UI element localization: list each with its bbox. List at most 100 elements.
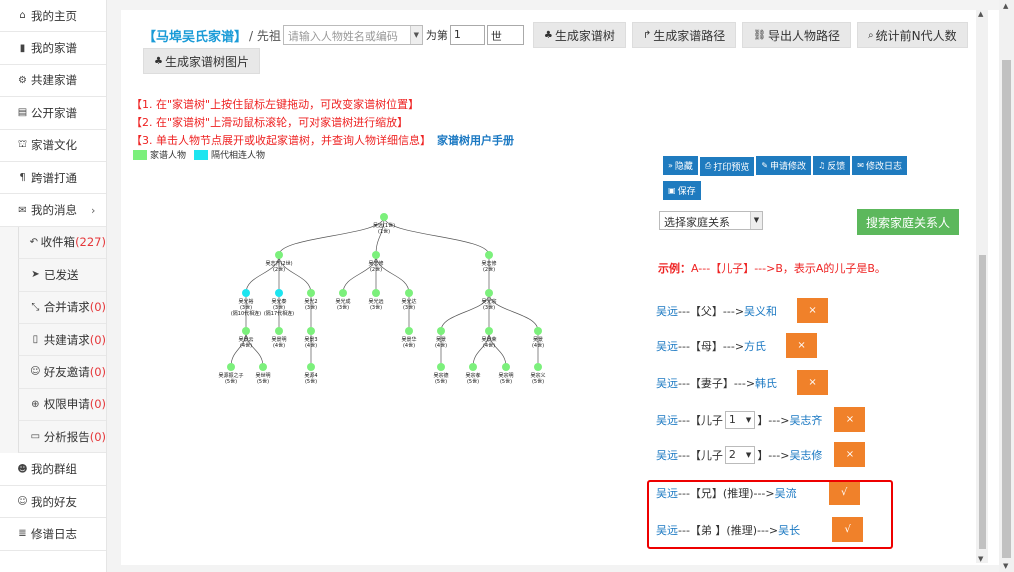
relation-from-name[interactable]: 吴远 — [656, 339, 678, 353]
tree-node[interactable] — [259, 363, 267, 371]
relation-to-name[interactable]: 吴义和 — [744, 304, 778, 318]
sidebar-subitem[interactable]: ☺好友邀请(0) — [18, 356, 106, 389]
generation-input[interactable]: 1 — [449, 25, 485, 45]
tree-node[interactable] — [275, 327, 283, 335]
sidebar-item[interactable]: ▮我的家谱 — [0, 32, 106, 65]
family-tree[interactable]: 吴远(1世)(1世)吴志齐(2世)(2世)吴志修(2世)吴志修(2世)吴光裕(3… — [201, 205, 546, 405]
family-title[interactable]: 【马埠吴氏家谱】 — [143, 29, 248, 45]
relation-from-name[interactable]: 吴远 — [656, 413, 678, 427]
relation-to-name[interactable]: 吴流 — [774, 486, 797, 500]
panel-button[interactable]: ✉修改日志 — [852, 156, 907, 175]
tree-node[interactable] — [227, 363, 235, 371]
tree-node[interactable] — [275, 251, 283, 259]
tree-node[interactable] — [437, 327, 445, 335]
page-scrollbar-thumb[interactable] — [1002, 60, 1011, 558]
remove-relation-button[interactable]: × — [834, 407, 866, 432]
tree-node[interactable] — [485, 327, 493, 335]
tree-node[interactable] — [372, 251, 380, 259]
tree-node-generation: (5世) — [225, 378, 237, 385]
tree-node[interactable] — [307, 327, 315, 335]
tree-node[interactable] — [275, 289, 283, 297]
relation-to-name[interactable]: 韩氏 — [755, 376, 778, 390]
child-order-select[interactable]: 2▼ — [724, 445, 756, 464]
remove-relation-button[interactable]: × — [834, 442, 866, 467]
relation-select[interactable]: 选择家庭关系 ▼ — [659, 211, 763, 230]
sidebar-subitem[interactable]: ⤡合并请求(0) — [18, 291, 106, 324]
tree-node[interactable] — [242, 289, 250, 297]
inner-scrollbar[interactable]: ▲ ▼ — [976, 10, 988, 563]
generate-tree-image-button[interactable]: ♣ 生成家谱树图片 — [143, 48, 260, 74]
relation-from-name[interactable]: 吴远 — [656, 304, 678, 318]
remove-relation-button[interactable]: × — [786, 333, 818, 358]
panel-button[interactable]: ▣保存 — [663, 180, 701, 200]
relation-type: ---【儿子 — [678, 413, 723, 427]
chevron-down-icon[interactable]: ▼ — [409, 26, 422, 44]
tree-node[interactable] — [534, 363, 542, 371]
sidebar-item[interactable]: ≣修谱日志 — [0, 518, 106, 551]
sidebar-item[interactable]: ✉我的消息› — [0, 194, 106, 227]
tree-node[interactable] — [534, 327, 542, 335]
sidebar-item[interactable]: ▤公开家谱 — [0, 97, 106, 130]
tree-node[interactable] — [437, 363, 445, 371]
child-order-select[interactable]: 1▼ — [724, 410, 756, 429]
confirm-relation-button[interactable]: √ — [828, 480, 860, 505]
sidebar-item[interactable]: ⛫家谱文化 — [0, 129, 106, 162]
relation-to-name[interactable]: 方氏 — [744, 339, 767, 353]
relation-from-name[interactable]: 吴远 — [656, 523, 678, 537]
tree-node[interactable] — [485, 289, 493, 297]
scroll-down-icon[interactable]: ▼ — [1003, 562, 1009, 570]
tree-node[interactable] — [405, 289, 413, 297]
tree-node[interactable] — [242, 327, 250, 335]
sidebar-subitem[interactable]: ▭分析报告(0) — [18, 421, 106, 454]
panel-button[interactable]: »隐藏 — [663, 156, 698, 175]
scroll-up-icon[interactable]: ▲ — [978, 10, 984, 18]
tree-node[interactable] — [307, 289, 315, 297]
relation-from-name[interactable]: 吴远 — [656, 448, 678, 462]
tree-node[interactable] — [485, 251, 493, 259]
relation-from-name[interactable]: 吴远 — [656, 486, 678, 500]
relation-to-name[interactable]: 吴志修 — [789, 448, 823, 462]
toolbar-button[interactable]: ♣生成家谱树 — [532, 22, 626, 48]
sidebar-subitem[interactable]: ↶收件箱(227) — [18, 226, 106, 260]
relation-to-name[interactable]: 吴长 — [778, 523, 801, 537]
confirm-relation-button[interactable]: √ — [832, 517, 864, 542]
tree-node[interactable] — [339, 289, 347, 297]
toolbar-button[interactable]: ⛓导出人物路径 — [742, 22, 851, 48]
sidebar-subitem[interactable]: ⊕权限申请(0) — [18, 388, 106, 422]
remove-relation-button[interactable]: × — [797, 298, 829, 323]
sidebar-item[interactable]: ¶跨谱打通 — [0, 161, 106, 195]
sidebar-item[interactable]: ⚙共建家谱 — [0, 64, 106, 98]
search-relatives-button[interactable]: 搜索家庭关系人 — [857, 209, 959, 235]
save-icon: ▣ — [668, 185, 676, 195]
tree-link — [383, 216, 490, 256]
inferred-relations-highlight — [647, 480, 893, 549]
tree-node[interactable] — [372, 289, 380, 297]
toolbar-button[interactable]: ⌕统计前N代人数 — [856, 22, 968, 48]
tree-node[interactable] — [380, 213, 388, 221]
tree-node[interactable] — [502, 363, 510, 371]
tree-node[interactable] — [405, 327, 413, 335]
chevron-down-icon[interactable]: ▼ — [750, 212, 762, 229]
person-select[interactable]: 请输入人物姓名或编码 ▼ — [282, 25, 423, 45]
panel-button[interactable]: ⎙打印预览 — [699, 156, 755, 176]
scroll-up-icon[interactable]: ▲ — [1003, 2, 1009, 10]
sidebar-item[interactable]: ⌂我的主页 — [0, 0, 106, 33]
sidebar-item[interactable]: ☺我的好友 — [0, 485, 106, 519]
user-manual-link[interactable]: 家谱树用户手册 — [437, 134, 514, 147]
inner-scrollbar-thumb[interactable] — [979, 255, 986, 549]
panel-button[interactable]: ♫反馈 — [813, 156, 851, 175]
sidebar-subitem[interactable]: ▯共建请求(0) — [18, 323, 106, 357]
page-scrollbar[interactable]: ▲ ▼ — [999, 0, 1014, 572]
toolbar-button[interactable]: ↱生成家谱路径 — [631, 22, 737, 48]
sidebar-subitem[interactable]: ➤已发送 — [18, 259, 106, 292]
tree-node-generation: (2世) — [483, 266, 495, 273]
scroll-down-icon[interactable]: ▼ — [978, 555, 984, 563]
tree-link — [245, 254, 280, 294]
panel-button[interactable]: ✎申请修改 — [756, 156, 812, 175]
relation-from-name[interactable]: 吴远 — [656, 376, 678, 390]
tree-node[interactable] — [307, 363, 315, 371]
tree-node[interactable] — [469, 363, 477, 371]
remove-relation-button[interactable]: × — [797, 370, 829, 395]
sidebar-item[interactable]: ☻我的群组 — [0, 453, 106, 486]
relation-to-name[interactable]: 吴志齐 — [789, 413, 823, 427]
